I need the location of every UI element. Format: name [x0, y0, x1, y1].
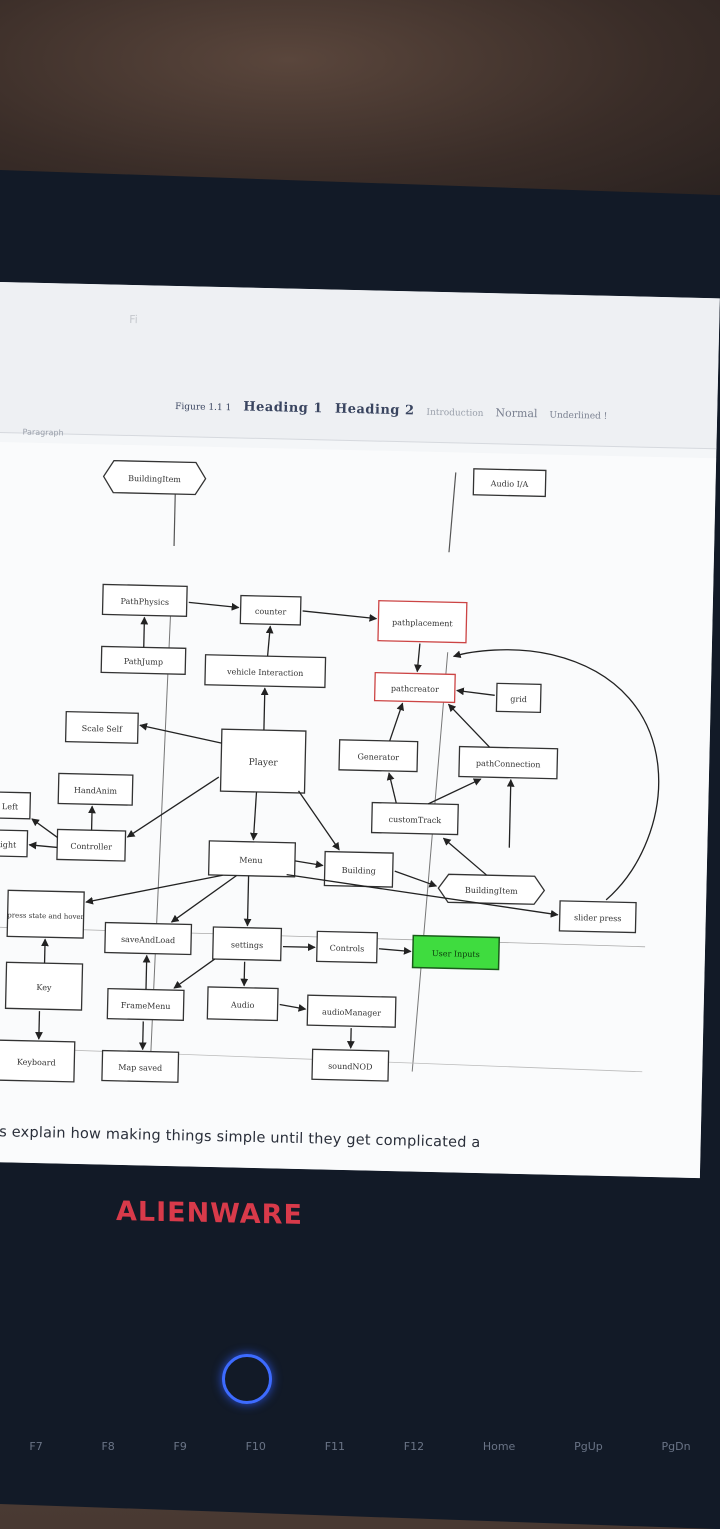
node-path-physics-label: PathPhysics	[120, 597, 169, 607]
node-controls-label: Controls	[330, 944, 365, 954]
ribbon-tab-label: Fi	[129, 313, 138, 326]
key-f11[interactable]: F11	[325, 1440, 345, 1490]
key-home[interactable]: Home	[483, 1440, 515, 1490]
node-save-and-load-label: saveAndLoad	[121, 935, 175, 945]
node-right-label: Right	[0, 840, 17, 850]
node-slider-press-label: slider press	[574, 913, 622, 923]
node-key-label: Key	[36, 983, 52, 992]
key-f9[interactable]: F9	[174, 1440, 187, 1490]
node-player-label: Player	[249, 758, 279, 769]
laptop-screen: Fi Figure 1.1 1 Heading 1 Heading 2 Intr…	[0, 282, 720, 1178]
node-press-and-hover-label: press state and hover	[7, 911, 85, 921]
wall-background	[0, 0, 720, 200]
styles-gallery: Figure 1.1 1 Heading 1 Heading 2 Introdu…	[175, 398, 607, 423]
node-path-creator-label: pathcreator	[391, 684, 439, 694]
node-grid-label: grid	[510, 695, 527, 704]
alienware-logo: ALIENWARE	[116, 1196, 303, 1231]
key-f7[interactable]: F7	[29, 1440, 42, 1490]
key-pgup[interactable]: PgUp	[574, 1440, 603, 1490]
node-left-label: Left	[2, 802, 19, 811]
node-hand-anim-label: HandAnim	[74, 786, 118, 796]
style-normal[interactable]: Normal	[495, 406, 537, 420]
node-scale-self-label: Scale Self	[82, 724, 124, 734]
node-controller-label: Controller	[70, 842, 112, 852]
node-frame-menu-label: FrameMenu	[121, 1001, 171, 1011]
node-building-item-top-label: BuildingItem	[128, 474, 181, 484]
flow-diagram: BuildingItem Audio I/A PathPhysics count…	[0, 432, 716, 1148]
node-counter-label: counter	[255, 607, 287, 617]
node-audio-box-label: Audio	[230, 1000, 255, 1010]
node-custom-track-label: customTrack	[388, 815, 441, 825]
node-keyboard-label: Keyboard	[17, 1058, 56, 1068]
node-vehicle-interaction-label: vehicle Interaction	[226, 667, 304, 678]
node-map-saved-label: Map saved	[118, 1063, 162, 1073]
style-figure[interactable]: Figure 1.1 1	[175, 402, 231, 413]
node-user-inputs-label: User Inputs	[432, 949, 480, 959]
node-building-item-label: BuildingItem	[465, 886, 518, 896]
word-ribbon: Fi Figure 1.1 1 Heading 1 Heading 2 Intr…	[0, 282, 720, 449]
node-audio-manager-label: audioManager	[322, 1007, 381, 1017]
style-heading-1[interactable]: Heading 1	[243, 400, 323, 417]
key-f8[interactable]: F8	[101, 1440, 114, 1490]
power-icon[interactable]	[222, 1354, 272, 1404]
key-f12[interactable]: F12	[404, 1440, 424, 1490]
style-heading-2[interactable]: Heading 2	[335, 402, 415, 419]
node-building-label: Building	[342, 866, 376, 876]
node-path-jump-label: PathJump	[124, 657, 163, 667]
node-path-placement-label: pathplacement	[392, 618, 454, 628]
node-settings-label: settings	[231, 940, 263, 950]
style-introduction[interactable]: Introduction	[426, 408, 483, 419]
node-sound-nodes-label: soundNOD	[328, 1062, 373, 1072]
node-menu-label: Menu	[239, 856, 262, 866]
node-generator-label: Generator	[357, 752, 399, 762]
key-f10[interactable]: F10	[246, 1440, 266, 1490]
key-pgdn[interactable]: PgDn	[661, 1440, 690, 1490]
node-audio-label: Audio I/A	[490, 479, 529, 489]
node-path-connection-label: pathConnection	[476, 759, 541, 769]
style-underlined[interactable]: Underlined !	[549, 411, 607, 422]
function-key-row: F7 F8 F9 F10 F11 F12 Home PgUp PgDn	[0, 1440, 720, 1490]
